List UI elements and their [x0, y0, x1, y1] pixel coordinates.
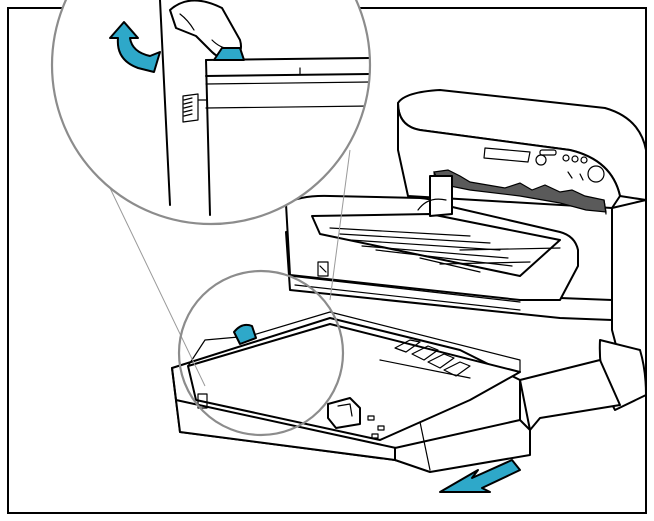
panel-button: [539, 149, 557, 156]
output-tray: [285, 175, 579, 311]
ratchet-teeth: [182, 93, 207, 123]
pull-out-arrow-icon: [439, 459, 521, 493]
tray-release-tab-zoomed: [213, 47, 245, 61]
control-panel: [483, 147, 605, 183]
paper-width-guide: [327, 397, 361, 429]
tab-lift-arrow-icon: [109, 21, 161, 73]
lcd-display: [483, 147, 531, 163]
panel-led: [562, 154, 570, 162]
tray-latch-marker: [197, 393, 208, 409]
panel-dial: [587, 165, 605, 183]
tray-release-tab: [233, 323, 257, 345]
panel-led: [580, 156, 588, 164]
input-tray: [171, 311, 621, 473]
detail-target-circle: [177, 269, 345, 437]
paper-length-guide: [379, 339, 471, 379]
panel-led: [571, 155, 579, 163]
